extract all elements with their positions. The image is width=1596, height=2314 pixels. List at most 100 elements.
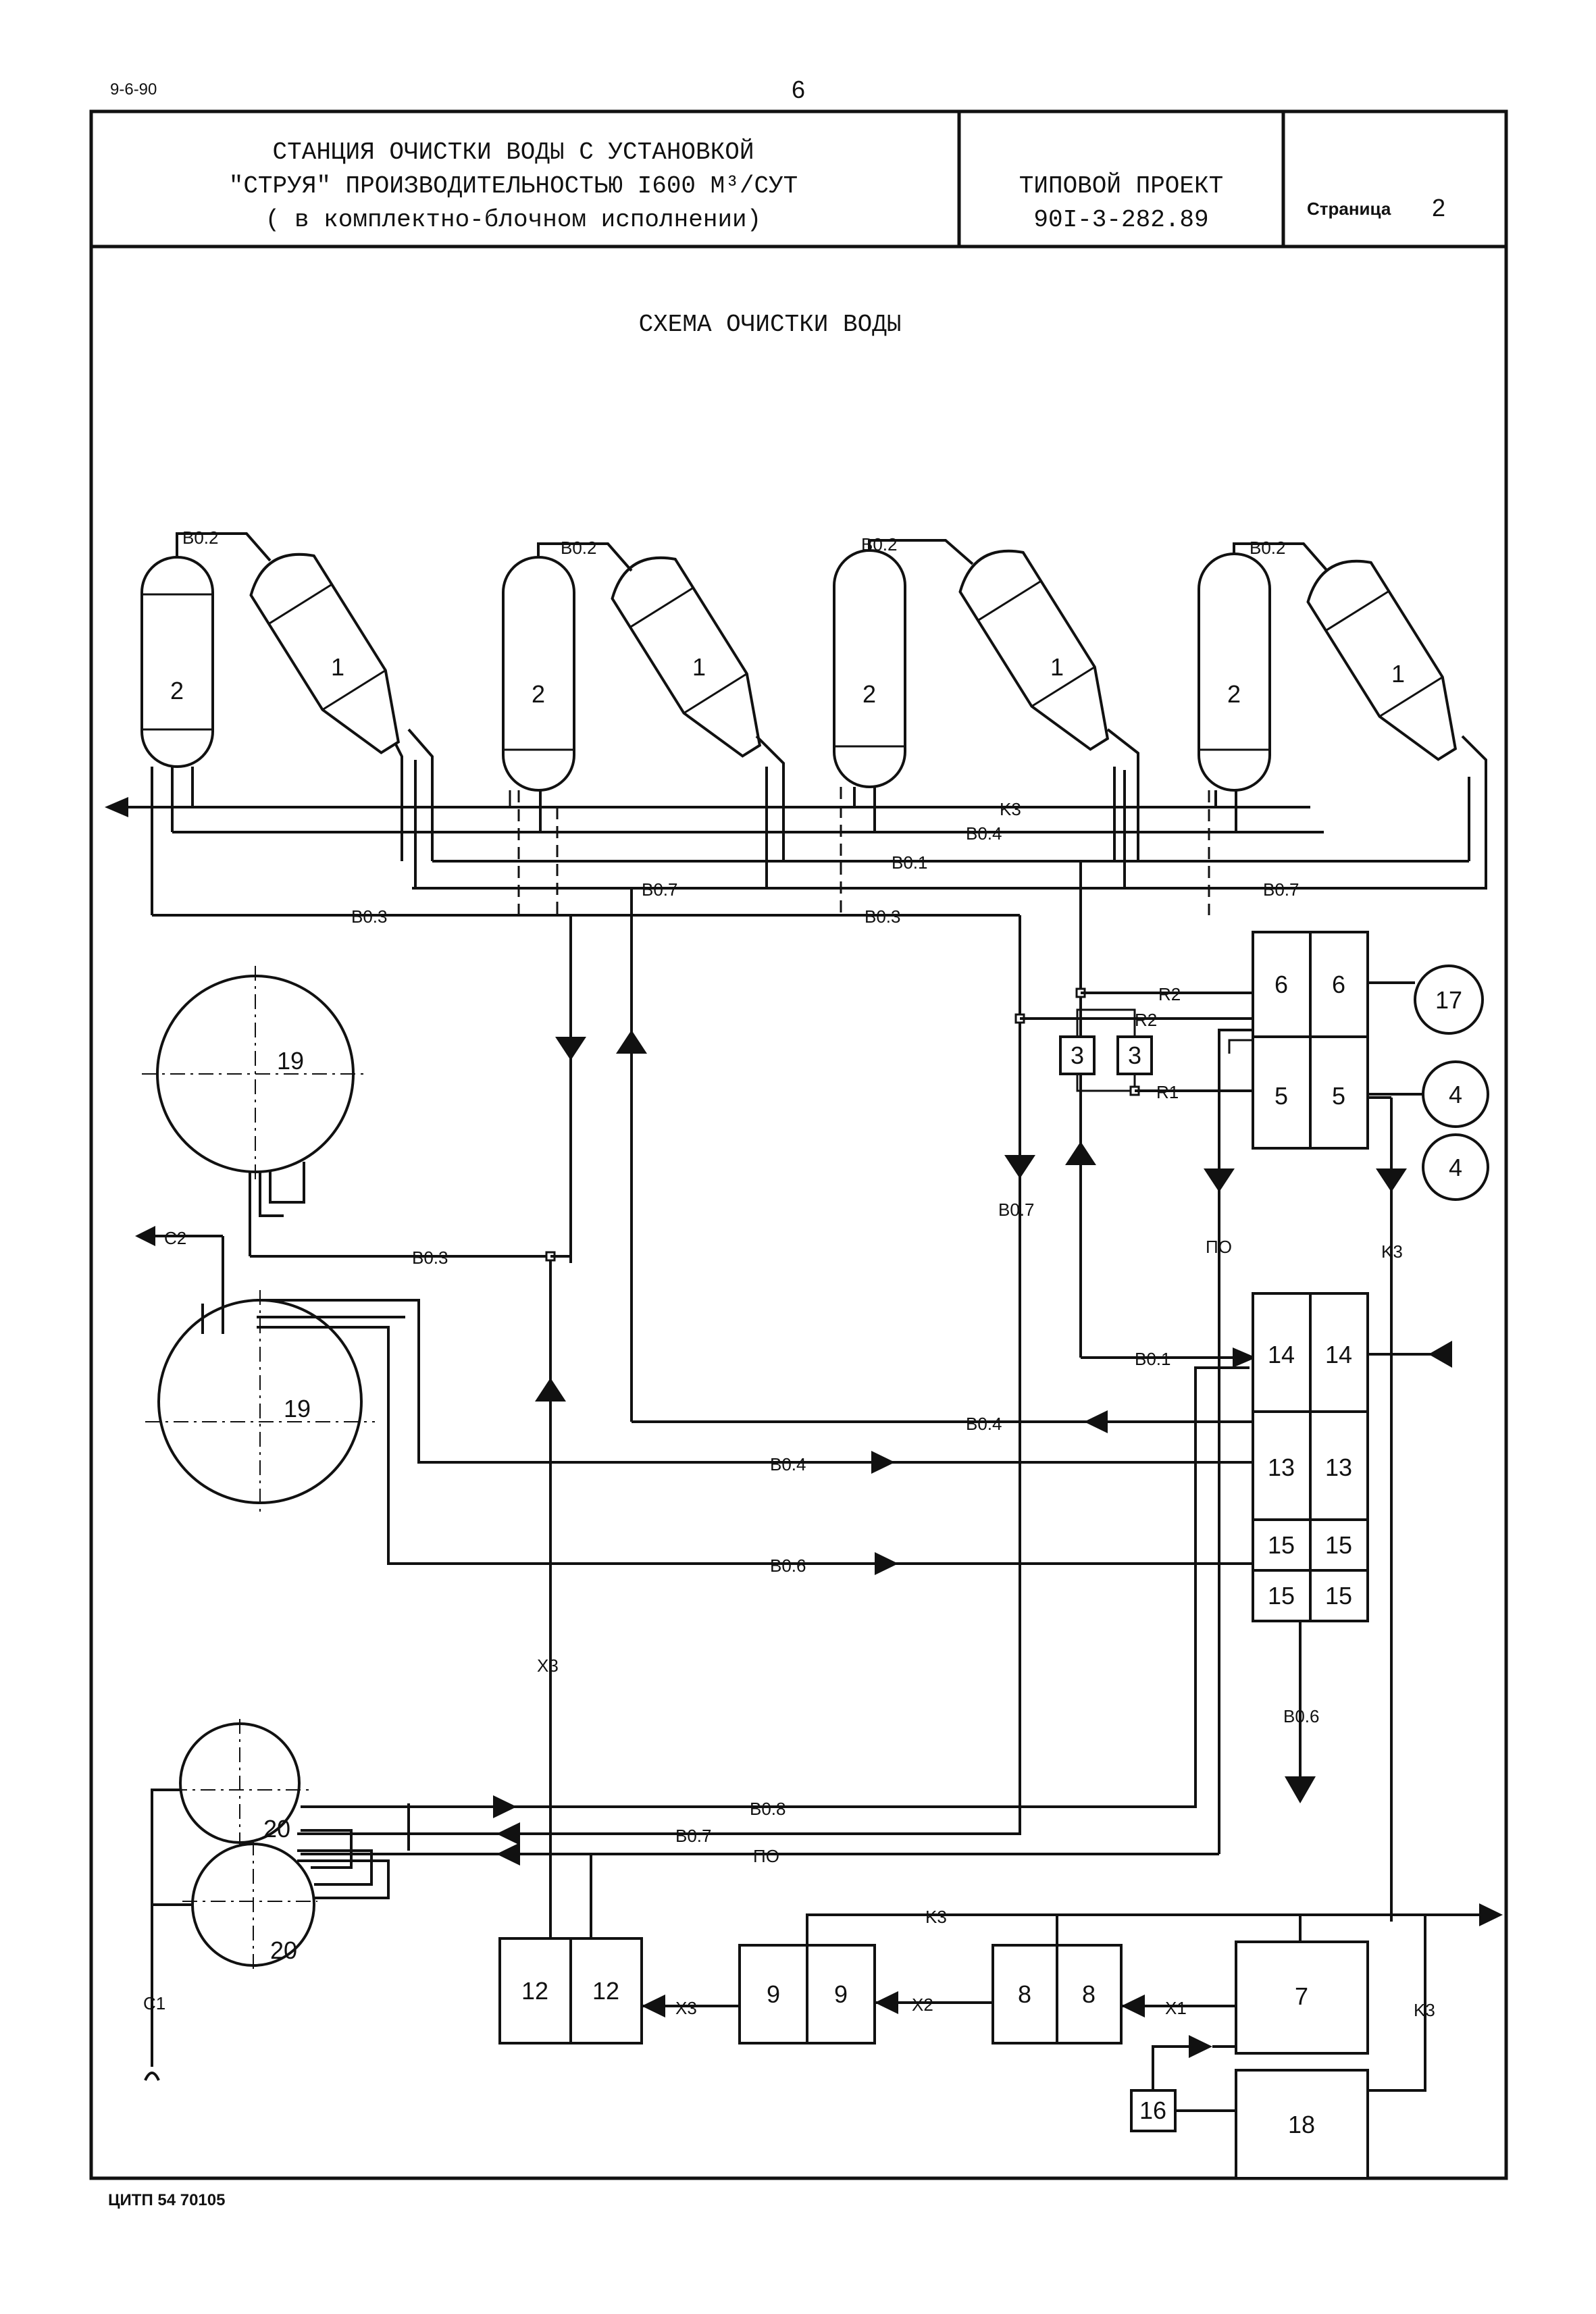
svg-text:B0.8: B0.8 xyxy=(750,1799,786,1819)
svg-text:B0.2: B0.2 xyxy=(182,528,219,548)
sheet-label: Страница xyxy=(1307,199,1391,219)
vessel-2-number: 2 xyxy=(170,677,184,704)
x3-trunk: X3 xyxy=(535,1260,566,1989)
svg-text:20: 20 xyxy=(263,1815,290,1843)
vessel-pair-2: 2 1 xyxy=(502,556,762,792)
svg-text:3: 3 xyxy=(1128,1042,1141,1069)
filter-1-number: 1 xyxy=(1391,660,1405,688)
svg-text:5: 5 xyxy=(1332,1082,1345,1110)
unit-16 xyxy=(1130,2089,1177,2132)
pump-4b xyxy=(1422,1133,1489,1201)
svg-text:6: 6 xyxy=(1275,971,1288,998)
reagent-units: 3 3 R2 R2 R1 6 6 5 5 17 4 4 xyxy=(1014,931,1489,1922)
top-collectors: K3 B0.4 B0.1 B0.7 B0.7 B0.3 B0.3 xyxy=(105,728,1487,927)
vessel-2 xyxy=(833,549,906,788)
vessel-2 xyxy=(1198,552,1271,792)
page-number: 6 xyxy=(792,76,805,103)
unit-18 xyxy=(1235,2069,1369,2180)
svg-text:13: 13 xyxy=(1325,1454,1352,1481)
vessel-2-number: 2 xyxy=(863,680,876,708)
svg-text:3: 3 xyxy=(1071,1042,1084,1069)
svg-text:C2: C2 xyxy=(164,1228,186,1248)
b04-return: B0.4 xyxy=(632,1410,1253,1434)
svg-text:X1: X1 xyxy=(1165,1998,1187,2018)
filter-1 xyxy=(958,549,1110,751)
filter-1-number: 1 xyxy=(692,653,706,681)
svg-text:X3: X3 xyxy=(537,1655,559,1676)
svg-text:B0.4: B0.4 xyxy=(966,1414,1002,1434)
svg-text:14: 14 xyxy=(1268,1341,1295,1368)
vessel-2 xyxy=(140,556,214,768)
svg-text:16: 16 xyxy=(1139,2097,1166,2124)
svg-text:18: 18 xyxy=(1288,2111,1315,2138)
svg-text:15: 15 xyxy=(1268,1531,1295,1559)
corner-code: 9-6-90 xyxy=(110,80,157,99)
svg-text:B0.3: B0.3 xyxy=(412,1248,448,1268)
reagent-train: 12 12 9 9 8 8 7 16 18 X3 X2 X1 xyxy=(498,1854,1503,2180)
filter-1 xyxy=(611,556,762,758)
svg-text:15: 15 xyxy=(1268,1582,1295,1610)
svg-text:13: 13 xyxy=(1268,1454,1295,1481)
svg-text:ПО: ПО xyxy=(1206,1237,1232,1257)
svg-text:R1: R1 xyxy=(1156,1082,1179,1102)
svg-text:15: 15 xyxy=(1325,1582,1352,1610)
svg-text:R2: R2 xyxy=(1158,984,1181,1004)
svg-text:K3: K3 xyxy=(1000,799,1021,819)
tank-stack: 14 14 13 13 15 15 15 15 B0.6 xyxy=(1252,1292,1452,1803)
vessel-pair-4: 2 1 xyxy=(1198,552,1458,792)
sheet-frame xyxy=(89,109,1508,2180)
svg-text:12: 12 xyxy=(521,1977,548,2005)
main-trunks: B0.7 B0.1 xyxy=(555,861,1256,1817)
diagram-title: СХЕМА ОЧИСТКИ ВОДЫ xyxy=(639,311,902,338)
svg-text:15: 15 xyxy=(1325,1531,1352,1559)
pump-17 xyxy=(1414,965,1484,1035)
svg-text:9: 9 xyxy=(834,1980,848,2008)
b02-connectors: B0.2 B0.2 B0.2 B0.2 xyxy=(176,528,1329,572)
svg-text:9: 9 xyxy=(767,1980,780,2008)
project-label: ТИПОВОЙ ПРОЕКТ xyxy=(1019,172,1223,200)
title-line-2: "СТРУЯ" ПРОИЗВОДИТЕЛЬНОСТЬЮ I600 М³/СУТ xyxy=(229,172,798,200)
svg-text:B0.3: B0.3 xyxy=(865,906,901,927)
svg-text:ПО: ПО xyxy=(753,1846,779,1866)
svg-text:6: 6 xyxy=(1332,971,1345,998)
svg-text:7: 7 xyxy=(1295,1982,1308,2010)
svg-text:B0.4: B0.4 xyxy=(966,823,1002,844)
svg-text:B0.7: B0.7 xyxy=(1263,879,1299,900)
svg-text:B0.2: B0.2 xyxy=(1250,538,1286,558)
svg-text:K3: K3 xyxy=(925,1907,947,1927)
svg-text:14: 14 xyxy=(1325,1341,1352,1368)
svg-text:12: 12 xyxy=(592,1977,619,2005)
title-line-1: СТАНЦИЯ ОЧИСТКИ ВОДЫ С УСТАНОВКОЙ xyxy=(273,138,754,166)
svg-text:C1: C1 xyxy=(143,1993,165,2013)
svg-text:8: 8 xyxy=(1082,1980,1096,2008)
svg-text:R2: R2 xyxy=(1135,1010,1157,1030)
svg-text:B0.6: B0.6 xyxy=(1283,1706,1320,1726)
svg-text:B0.1: B0.1 xyxy=(1135,1349,1171,1369)
svg-text:5: 5 xyxy=(1275,1082,1288,1110)
svg-text:19: 19 xyxy=(284,1395,311,1422)
svg-text:B0.1: B0.1 xyxy=(892,852,928,873)
svg-text:X3: X3 xyxy=(675,1998,697,2018)
footer-code: ЦИТП 54 70105 xyxy=(108,2191,225,2209)
vessel-pair-3: 2 1 xyxy=(833,549,1110,788)
svg-text:17: 17 xyxy=(1435,986,1462,1014)
svg-text:K3: K3 xyxy=(1414,2000,1435,2020)
vessel-pair-1: 2 1 xyxy=(140,552,401,768)
svg-text:4: 4 xyxy=(1449,1081,1462,1108)
filter-1 xyxy=(249,552,401,754)
svg-text:20: 20 xyxy=(270,1936,297,1964)
svg-text:4: 4 xyxy=(1449,1154,1462,1181)
filter-1-number: 1 xyxy=(1050,653,1064,681)
sludge-tanks: 20 20 C1 xyxy=(143,1719,410,2081)
svg-text:19: 19 xyxy=(277,1047,304,1075)
svg-text:B0.7: B0.7 xyxy=(675,1826,712,1846)
svg-text:B0.2: B0.2 xyxy=(861,534,898,555)
svg-text:B0.7: B0.7 xyxy=(642,879,678,900)
filter-1 xyxy=(1306,559,1458,761)
vessel-2-number: 2 xyxy=(532,680,545,708)
sludge-headers: B0.8 B0.7 ПО xyxy=(297,1366,1250,1866)
sheet-number: 2 xyxy=(1432,194,1445,222)
svg-text:B0.2: B0.2 xyxy=(561,538,597,558)
unit-7 xyxy=(1235,1940,1369,2055)
